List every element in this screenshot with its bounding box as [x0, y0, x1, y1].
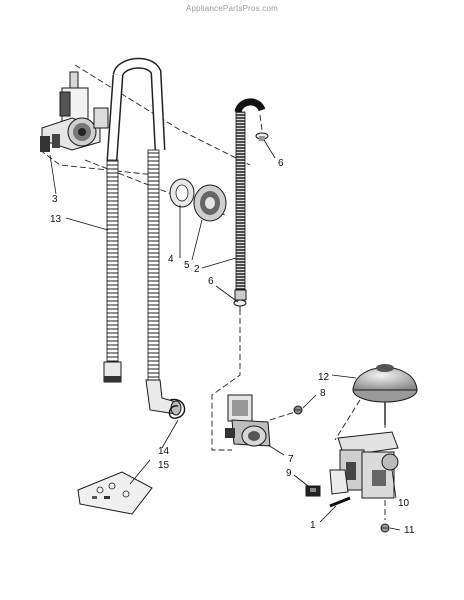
callout-3: 3: [52, 194, 58, 205]
parts-bag-part-15: [77, 471, 153, 515]
callout-1: 1: [310, 520, 316, 531]
bracket-assembly-part-3: [40, 71, 109, 152]
callout-14: 14: [158, 446, 170, 457]
callout-6-lower: 6: [208, 276, 214, 287]
callout-labels: 3 13 4 5 2 6 6 12 8 7 9 10 1 11 14 15: [50, 158, 415, 536]
water-valve-part-7: [225, 394, 271, 447]
callout-8: 8: [320, 388, 326, 399]
callout-4: 4: [168, 254, 174, 265]
screw-part-8: [293, 405, 303, 415]
callout-12: 12: [318, 372, 330, 383]
seal-ring-part-4: [169, 178, 195, 208]
microswitch-part-9: [305, 485, 321, 497]
callout-2: 2: [194, 264, 200, 275]
drain-elbow-part-14: [145, 379, 186, 419]
callout-11: 11: [404, 525, 415, 536]
actuator-arm-part-1: [329, 496, 351, 508]
screw-part-11: [380, 523, 390, 533]
leader-lines: [49, 139, 401, 531]
float-dome-part-12: [352, 364, 418, 425]
hose-clamp-part-6-upper: [255, 132, 269, 141]
callout-10: 10: [398, 498, 410, 509]
callout-7: 7: [288, 454, 294, 465]
float-switch-part-10: [329, 431, 399, 499]
callout-13: 13: [50, 214, 62, 225]
callout-15: 15: [158, 460, 170, 471]
callout-9: 9: [286, 468, 292, 479]
fill-hose-part-2: [234, 98, 266, 301]
hose-clamp-part-6-lower: [233, 299, 247, 312]
grommet-part-5: [193, 184, 227, 222]
watermark-text: AppliancePartsPros.com: [186, 4, 278, 13]
callout-6-upper: 6: [278, 158, 284, 169]
callout-5: 5: [184, 260, 190, 271]
drain-hose-part-13: [103, 57, 166, 383]
